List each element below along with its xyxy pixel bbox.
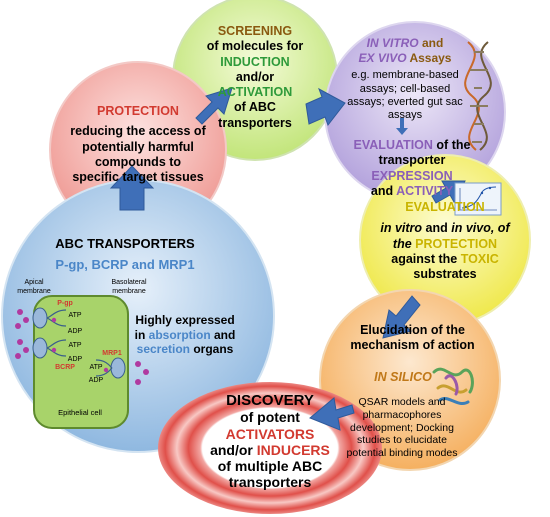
abc-expression-text: Highly expressed in absorption and secre… [134, 313, 236, 357]
transporter-glyphs [32, 307, 126, 379]
pgp-label: P-gp [57, 300, 73, 307]
abc-in: in [134, 327, 146, 342]
abc-highly-expressed: Highly expressed [135, 313, 235, 327]
apical-membrane-label: Apical membrane [17, 279, 51, 295]
pgp-atp-label: ATP [68, 312, 82, 319]
arrow-silico-to-discovery [309, 397, 355, 431]
assays-label: Assays [409, 50, 452, 65]
transport-flow-arrows [46, 309, 113, 377]
bcrp-adp-label: ADP [67, 356, 83, 363]
invitro-and: and [422, 36, 444, 50]
substrate-dots [15, 309, 149, 385]
bcrp-label: BCRP [55, 364, 75, 371]
epithelial-cell [33, 295, 129, 429]
invitro-label: IN VITRO [366, 36, 419, 50]
chart-thumbnail-icon [454, 182, 502, 216]
invitro-and2: and [370, 183, 394, 198]
arrow-abc-to-protection [109, 165, 155, 211]
screening-activation: ACTIVATION [217, 85, 293, 99]
evaluation-invitro: in vitro [380, 221, 423, 236]
evaluation-text: EVALUATION in vitro and in vivo, of the … [380, 200, 510, 282]
mrp1-atp-label: ATP [89, 364, 103, 371]
abc-secretion: secretion [136, 342, 190, 357]
screening-text: SCREENING of molecules for INDUCTION and… [195, 24, 315, 131]
discovery-inducers: INDUCERS [256, 441, 330, 458]
screening-title: SCREENING [217, 24, 293, 38]
screening-induction: INDUCTION [220, 54, 290, 69]
abc-subtitle: P-gp, BCRP and MRP1 [55, 257, 195, 272]
discovery-activators: ACTIVATORS [225, 425, 315, 442]
screening-ofabc: of ABC [234, 100, 276, 115]
screening-line2: of molecules for [206, 39, 304, 54]
invitro-eval-text: EVALUATION of the transporter EXPRESSION… [338, 138, 486, 199]
basolateral-membrane-label: Basolateral membrane [111, 279, 147, 295]
invitro-ofthe: of the [436, 138, 471, 152]
invitro-transporter: transporter [378, 153, 446, 168]
bcrp-atp-label: ATP [68, 342, 82, 349]
evaluation-substrates: substrates [413, 267, 477, 281]
evaluation-title: EVALUATION [405, 200, 485, 214]
exvivo-label: EX VIVO [358, 50, 407, 65]
discovery-andor: and/or [210, 441, 253, 458]
silico-line2: mechanism of action [350, 338, 475, 353]
abc-absorption: absorption [148, 327, 211, 342]
arrow-screening-to-invitro [305, 87, 346, 127]
silico-body: QSAR models and pharmacophores developme… [346, 396, 458, 460]
evaluation-and: and [425, 221, 448, 236]
arrow-protection-to-screening [195, 87, 233, 125]
protection-text: PROTECTION reducing the access of potent… [70, 104, 206, 185]
dna-helix-icon [464, 41, 492, 151]
evaluation-protection: PROTECTION [415, 236, 498, 251]
invitro-expression: EXPRESSION [371, 168, 453, 183]
discovery-line2: of potent [240, 409, 300, 426]
invitro-evaluation: EVALUATION [353, 138, 433, 152]
mrp1-label: MRP1 [102, 350, 122, 357]
epithelial-cell-label: Epithelial cell [58, 408, 102, 417]
protection-title: PROTECTION [97, 104, 179, 118]
screening-transporters: transporters [218, 115, 292, 130]
screening-andor: and/or [235, 69, 275, 84]
evaluation-toxic: TOXIC [460, 251, 499, 266]
silico-heading: Elucidation of the mechanism of action [345, 323, 480, 354]
invitro-activity: ACTIVITY [396, 183, 454, 198]
discovery-line5: of multiple ABC [217, 458, 323, 475]
protection-body: reducing the access of potentially harmf… [70, 124, 206, 184]
protein-ribbon-icon [432, 367, 474, 405]
pgp-adp-label: ADP [67, 328, 83, 335]
small-down-arrow [396, 118, 408, 135]
evaluation-against: against the [391, 251, 458, 266]
invitro-examples: e.g. membrane-based assays; cell-based a… [347, 69, 463, 122]
evaluation-invivo: in vivo, of [451, 221, 510, 236]
discovery-line6: transporters [228, 474, 312, 491]
abc-title: ABC TRANSPORTERS [55, 236, 195, 251]
abc-organs: organs [193, 342, 234, 357]
abc-and: and [214, 327, 236, 342]
evaluation-the: the [392, 236, 412, 251]
discovery-text: DISCOVERY of potent ACTIVATORS and/or IN… [196, 392, 344, 491]
silico-title: IN SILICO [374, 370, 432, 384]
invitro-text: IN VITRO and EX VIVO Assays e.g. membran… [340, 36, 470, 123]
discovery-title: DISCOVERY [226, 392, 314, 409]
arrow-evaluation-to-silico [382, 295, 421, 339]
silico-line1: Elucidation of the [360, 323, 465, 337]
mrp1-adp-label: ADP [88, 377, 104, 384]
